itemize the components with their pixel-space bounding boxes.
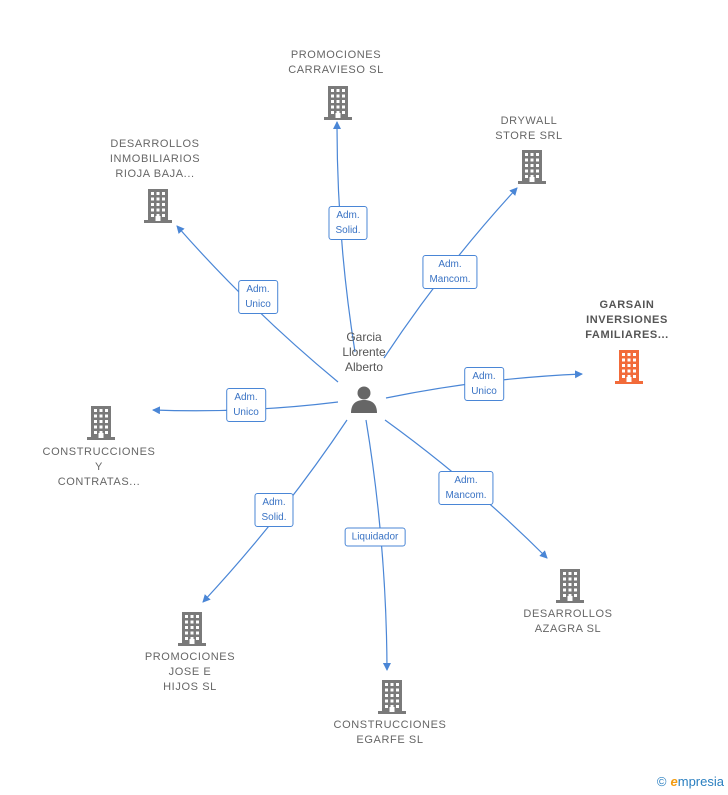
building-icon xyxy=(378,680,406,714)
building-icon xyxy=(144,189,172,223)
person-icon xyxy=(351,386,377,413)
role-badge-drywall[interactable]: Adm.Mancom. xyxy=(422,255,478,289)
copyright-symbol: © xyxy=(656,774,667,789)
building-icon xyxy=(178,612,206,646)
role-badge-carravieso[interactable]: Adm.Solid. xyxy=(328,206,368,240)
building-icon xyxy=(518,150,546,184)
role-badge-egarfe[interactable]: Liquidador xyxy=(344,527,406,547)
role-badge-rioja[interactable]: Adm.Unico xyxy=(238,280,278,314)
role-badge-azagra[interactable]: Adm.Mancom. xyxy=(438,471,494,505)
role-badge-garsain[interactable]: Adm.Unico xyxy=(464,367,504,401)
role-badge-contratas[interactable]: Adm.Unico xyxy=(226,388,266,422)
building-icon xyxy=(556,569,584,603)
building-icon xyxy=(615,350,643,384)
building-icon xyxy=(87,406,115,440)
building-icon xyxy=(324,86,352,120)
role-badge-josehijos[interactable]: Adm.Solid. xyxy=(254,493,294,527)
brand-name: mpresia xyxy=(677,774,724,789)
brand-initial: e xyxy=(670,774,678,789)
brand-footer: ©empresia xyxy=(657,774,724,789)
